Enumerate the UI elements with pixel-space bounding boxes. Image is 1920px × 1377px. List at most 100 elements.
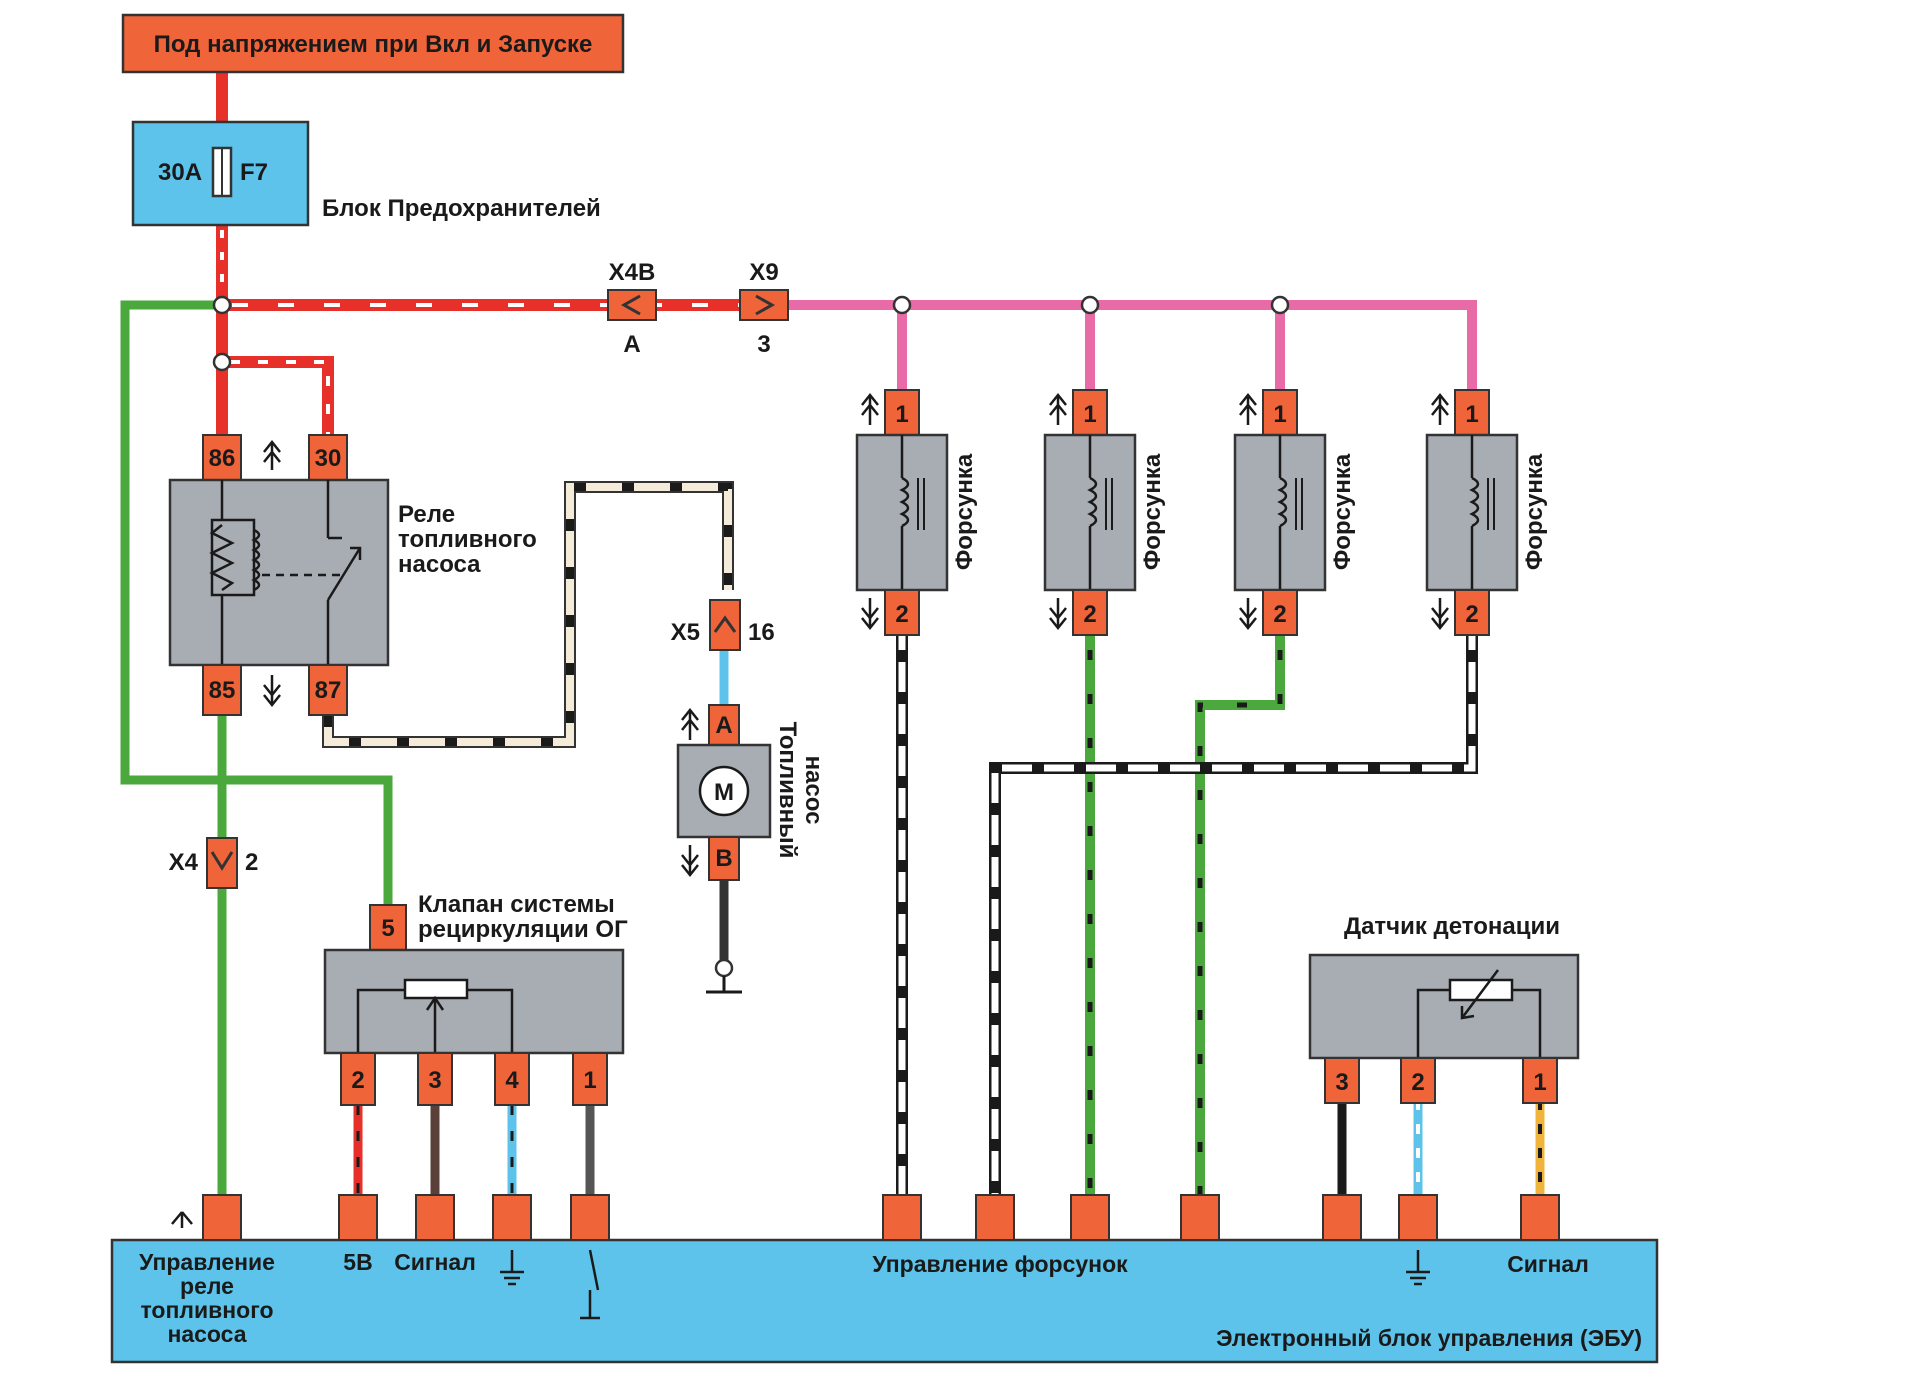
egr-pin-2: 2 — [351, 1067, 364, 1094]
injector-3: 1 2 Форсунка — [1233, 389, 1356, 636]
arrow-down-icon — [1431, 598, 1449, 631]
knock-sensor-label: Датчик детонации — [1344, 913, 1560, 940]
ecu-fuel-relay-label: Управление реле топливного насоса — [139, 1249, 275, 1347]
pump-label-line2: насос — [800, 756, 827, 825]
ecu-label-relay-line4: насоса — [167, 1321, 246, 1347]
relay-label-line1: Реле — [398, 501, 455, 528]
wire-red-relay30-stripe — [230, 360, 330, 435]
connector-x4-pin: 2 — [245, 849, 258, 876]
arrow-up-icon — [263, 439, 281, 470]
relay-pin-30: 30 — [315, 445, 342, 472]
motor-icon — [698, 765, 750, 817]
injector-label: Форсунка — [1139, 453, 1166, 570]
ecu-pin — [415, 1194, 455, 1241]
fuse-box: 30A F7 Блок Предохранителей — [131, 120, 601, 227]
ecu-pin — [570, 1194, 610, 1241]
egr-label-line2: рециркуляции ОГ — [418, 916, 628, 943]
egr-potentiometer-icon — [403, 978, 469, 1000]
junction-node — [1270, 295, 1290, 315]
relay-switch-icon — [326, 547, 362, 601]
egr-pin-1: 1 — [583, 1067, 596, 1094]
arrow-down-icon — [263, 675, 281, 708]
junction-node — [892, 295, 912, 315]
fork-icon — [171, 1211, 193, 1228]
ecu-pin — [882, 1194, 922, 1241]
ecu-pin — [1070, 1194, 1110, 1241]
ecu-pin — [202, 1194, 242, 1241]
junction-node — [212, 352, 232, 372]
wire-inj3-out — [1195, 635, 1285, 1195]
ecu-label-5v: 5В — [343, 1249, 372, 1275]
ecu: Управление реле топливного насоса 5В Сиг… — [110, 1194, 1659, 1364]
relay-pin-86: 86 — [209, 445, 236, 472]
motor-letter: M — [714, 779, 734, 806]
connector-x9-name: X9 — [749, 259, 778, 286]
injector-1: 1 2 Форсунка — [855, 389, 978, 636]
connector-x4-name: X4 — [169, 849, 199, 876]
injector-pin-2: 2 — [895, 601, 908, 628]
egr-pin-3: 3 — [428, 1067, 441, 1094]
ecu-pin — [1398, 1194, 1438, 1241]
variable-arrow-icon — [1461, 969, 1499, 1019]
switch-ground-icon — [580, 1249, 600, 1320]
connector-x5-pin: 16 — [748, 619, 775, 646]
ecu-label-signal2: Сигнал — [1507, 1251, 1589, 1277]
knock-pin-3: 3 — [1335, 1069, 1348, 1096]
arrow-up-icon — [681, 707, 699, 740]
ecu-label-signal1: Сигнал — [394, 1249, 476, 1275]
ecu-pin — [1180, 1194, 1220, 1241]
knock-pin-1: 1 — [1533, 1069, 1546, 1096]
fuel-pump: A M B Топливный насос — [676, 704, 827, 994]
arrow-up-icon — [1431, 392, 1449, 425]
fuel-pump-relay: 86 30 85 87 Реле топливного насоса — [168, 434, 537, 716]
injector-coil-icon — [899, 476, 910, 528]
connector-x4b: X4B A — [607, 259, 657, 358]
wire-inj4-out-dash — [991, 650, 1476, 1195]
arrow-up-icon — [861, 392, 879, 425]
pump-pin-a: A — [715, 712, 732, 739]
connector-x5-name: X5 — [671, 619, 700, 646]
connector-x4b-pin: A — [623, 331, 640, 358]
relay-label-line2: топливного — [398, 526, 537, 553]
injector-label: Форсунка — [1521, 453, 1548, 570]
injector-pin-1: 1 — [1273, 401, 1286, 428]
wire-green-left — [120, 300, 393, 905]
ecu-label-injectors: Управление форсунок — [872, 1251, 1128, 1277]
junction-node — [1080, 295, 1100, 315]
wire-pink-bus — [788, 300, 1477, 390]
wire-inj3-out-dash — [1197, 650, 1283, 1195]
ecu-pin — [1322, 1194, 1362, 1241]
ground-icon — [500, 1250, 524, 1286]
ecu-pin — [975, 1194, 1015, 1241]
injector-coil-icon — [1087, 476, 1098, 528]
pump-pin-b: B — [715, 845, 732, 872]
injector-coil-icon — [1469, 476, 1480, 528]
injector-label: Форсунка — [1329, 453, 1356, 570]
nodes — [212, 295, 1290, 978]
connector-x9: X9 3 — [739, 259, 789, 358]
wires — [120, 72, 1545, 1200]
injector-4: 1 2 Форсунка — [1425, 389, 1548, 636]
egr-pin-5: 5 — [381, 915, 394, 942]
connector-x4b-name: X4B — [609, 259, 656, 286]
pump-label-line1: Топливный — [774, 722, 801, 859]
relay-resistor-icon — [209, 524, 235, 592]
injector-label: Форсунка — [951, 453, 978, 570]
connector-x9-pin: 3 — [757, 331, 770, 358]
arrow-down-icon — [1239, 598, 1257, 631]
title-text: Под напряжением при Вкл и Запуске — [154, 31, 593, 58]
wire-wb-pump-in — [324, 483, 732, 746]
ground-icon — [1406, 1250, 1430, 1286]
injector-pin-2: 2 — [1273, 601, 1286, 628]
arrow-up-icon — [1239, 392, 1257, 425]
ecu-label-relay-line1: Управление — [139, 1249, 275, 1275]
fuse-id: F7 — [240, 159, 268, 186]
knock-sensor: Датчик детонации 3 2 1 — [1308, 913, 1580, 1104]
egr-valve: 5 Клапан системы рециркуляции ОГ 2 3 4 1 — [323, 891, 628, 1106]
knock-pin-2: 2 — [1411, 1069, 1424, 1096]
ecu-pin — [1520, 1194, 1560, 1241]
connector-x5: X5 16 — [671, 599, 775, 651]
ecu-label-relay-line3: топливного — [140, 1297, 273, 1323]
fuse-rating: 30A — [158, 159, 202, 186]
